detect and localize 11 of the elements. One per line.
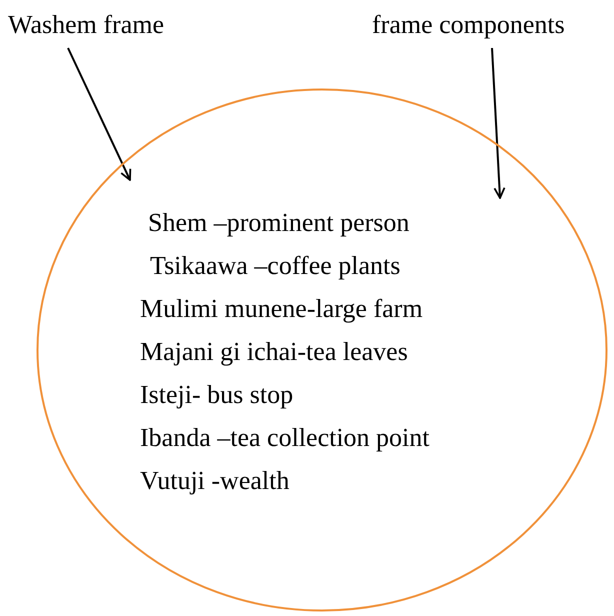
- term-definition: Majani gi ichai-tea leaves: [140, 337, 408, 367]
- term-definition: Tsikaawa –coffee plants: [150, 251, 400, 281]
- arrow: [491, 48, 506, 199]
- frame-label: Washem frame: [8, 10, 164, 40]
- term-definition: Vutuji -wealth: [140, 466, 290, 496]
- term-definition: Shem –prominent person: [148, 208, 410, 238]
- term-definition: Ibanda –tea collection point: [140, 423, 430, 453]
- frame-label: frame components: [372, 10, 565, 40]
- term-definition: Isteji- bus stop: [140, 380, 294, 410]
- arrow: [67, 48, 132, 181]
- term-definition: Mulimi munene-large farm: [140, 294, 423, 324]
